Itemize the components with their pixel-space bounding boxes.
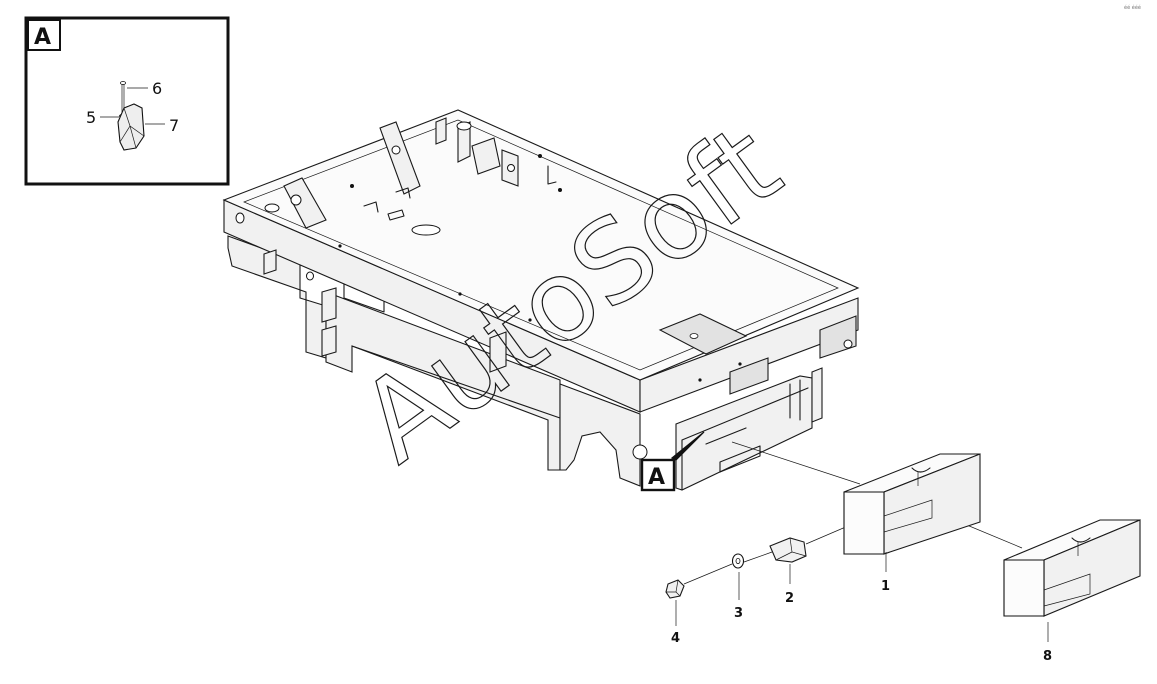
- callout-3: 3: [734, 606, 743, 621]
- callout-8: 8: [1043, 649, 1052, 664]
- inset-screw: [120, 81, 127, 112]
- inset-callout-7: 7: [169, 116, 179, 135]
- callout-2: 2: [785, 591, 794, 606]
- main-frame: [222, 109, 860, 491]
- part-8-block: [1003, 519, 1141, 617]
- inset-letter: A: [34, 25, 51, 50]
- view-marker-a: A: [640, 431, 705, 492]
- part-4-bolt: [665, 579, 685, 599]
- inset-callout-6: 6: [152, 79, 162, 98]
- part-3-washer: [731, 553, 745, 569]
- callout-1: 1: [881, 579, 890, 594]
- callouts: 1 2 3 4 8: [671, 552, 1052, 664]
- inset-detail-a: A 6 5 7: [24, 16, 230, 186]
- part-2-bracket: [769, 537, 807, 563]
- view-marker-letter: A: [648, 465, 665, 490]
- part-1-block: [843, 453, 981, 555]
- callout-4: 4: [671, 631, 680, 646]
- corner-mark: éé ééé: [1124, 4, 1141, 11]
- inset-callout-5: 5: [86, 108, 96, 127]
